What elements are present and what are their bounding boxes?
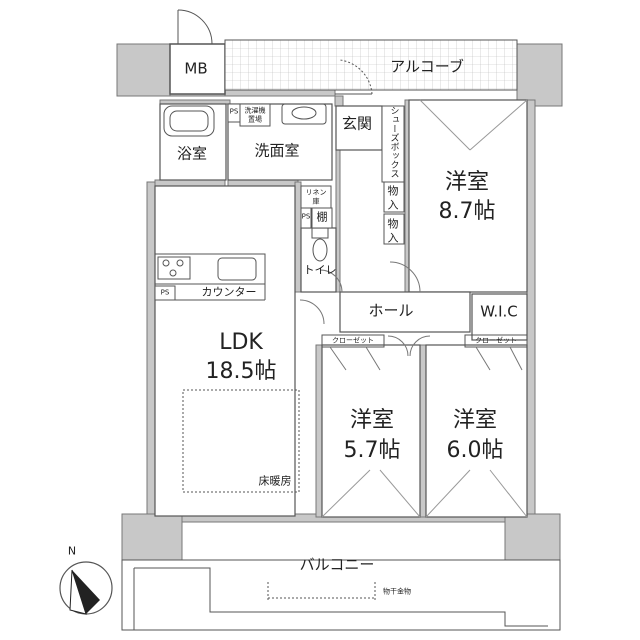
room-outlines <box>154 99 528 518</box>
hanger-label: 物干金物 <box>383 587 411 596</box>
ps-label-mid: PS <box>301 212 311 221</box>
linen-label: リネン 庫 <box>305 188 327 205</box>
balcony <box>121 559 561 631</box>
tana-label: 棚 <box>316 210 328 224</box>
western1-name: 洋室 <box>444 170 490 195</box>
shoebox-label: シューズボックス <box>388 106 399 178</box>
alcove-label: アルコーブ <box>390 57 464 76</box>
storage-label-1: 物 入 <box>387 184 399 211</box>
floor-heating-label: 床暖房 <box>258 474 292 488</box>
genkan-label: 玄関 <box>341 114 373 133</box>
compass-icon <box>59 561 113 615</box>
alcove-floor <box>224 39 518 91</box>
closet-label-1: クローゼット <box>332 336 374 345</box>
western1-size: 8.7帖 <box>438 199 496 224</box>
ps-label-kitchen: PS <box>160 288 170 297</box>
wic-label: W.I.C <box>480 302 518 321</box>
compass-north-label: N <box>67 544 77 558</box>
storage-strips <box>154 103 405 301</box>
hall-label: ホール <box>368 301 414 320</box>
ps-label-top: PS <box>229 107 239 116</box>
ldk-size: 18.5帖 <box>205 359 277 384</box>
mb-box <box>169 43 226 95</box>
western2-size: 5.7帖 <box>343 438 401 463</box>
ldk-name: LDK <box>219 330 263 355</box>
balcony-label: バルコニー <box>299 555 375 574</box>
entrance-door <box>177 9 373 95</box>
storage-label-2: 物 入 <box>387 217 399 244</box>
washer-label: 洗濯機 置場 <box>244 106 266 123</box>
washroom-label: 洗面室 <box>254 141 300 160</box>
mb-label: MB <box>184 59 208 78</box>
fixtures <box>154 99 528 518</box>
western2-name: 洋室 <box>349 408 395 433</box>
closet-label-2: クローゼット <box>475 336 517 345</box>
bath-label: 浴室 <box>176 144 208 163</box>
toilet-label: トイレ <box>303 263 337 277</box>
western3-size: 6.0帖 <box>446 438 504 463</box>
western3-name: 洋室 <box>452 408 498 433</box>
counter-label: カウンター <box>201 285 257 299</box>
